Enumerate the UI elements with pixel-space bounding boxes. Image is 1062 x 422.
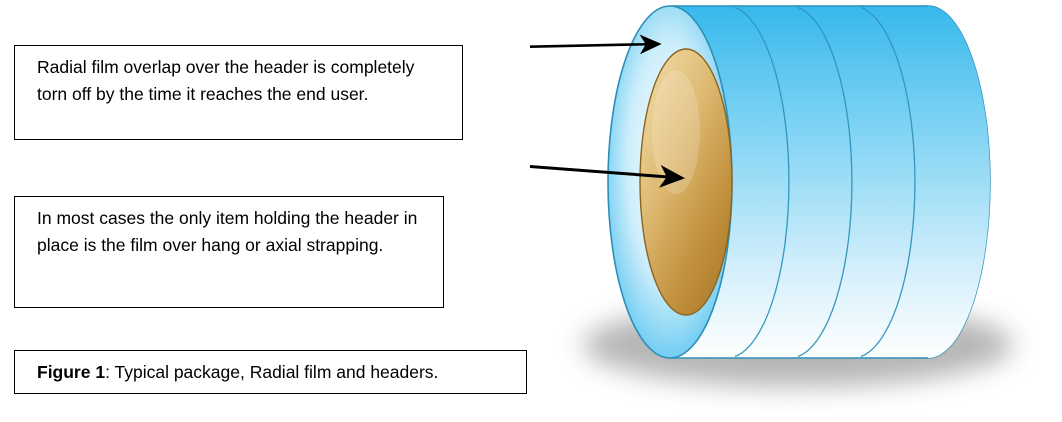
figure-caption-label: Figure 1 (37, 362, 106, 382)
arrow-to-radial-film (530, 34, 662, 55)
film-wrap-seams (734, 6, 916, 358)
header-disc (639, 48, 733, 316)
callout-header-holding: In most cases the only item holding the … (14, 196, 444, 308)
arrow-to-header (530, 164, 685, 188)
callout-radial-film-overlap: Radial film overlap over the header is c… (14, 45, 463, 140)
figure-caption: Figure 1: Typical package, Radial film a… (14, 350, 527, 394)
figure-caption-text: : Typical package, Radial film and heade… (105, 362, 439, 382)
wrapped-roll-diagram (530, 5, 1013, 387)
roll-barrel-outline (670, 5, 928, 359)
header-disc-highlight (652, 70, 700, 194)
